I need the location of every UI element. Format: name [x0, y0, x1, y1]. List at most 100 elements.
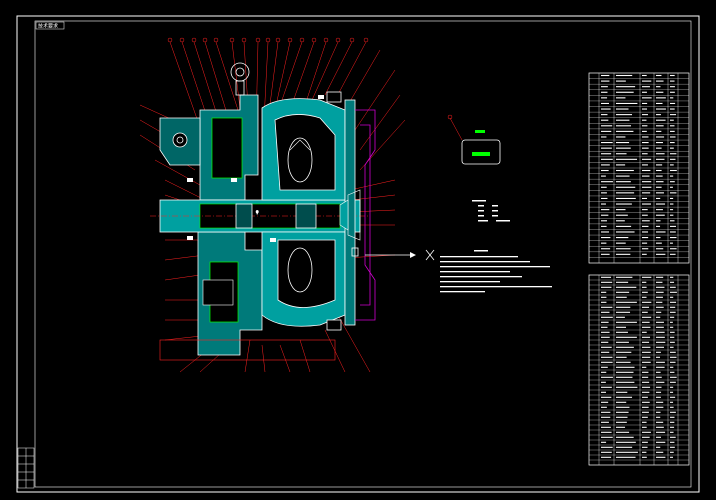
table-cell-text [642, 175, 650, 177]
impeller-upper [261, 98, 346, 201]
table-cell-text [616, 119, 630, 121]
table-cell-text [601, 242, 607, 244]
table-cell-text [642, 136, 649, 138]
table-cell-text [656, 326, 664, 328]
table-cell-text [601, 119, 609, 121]
table-cell-text [670, 306, 676, 308]
table-cell-text [616, 281, 629, 283]
table-cell-text [656, 276, 664, 278]
table-cell-text [656, 401, 664, 403]
table-cell-text [601, 416, 611, 418]
table-cell-text [616, 253, 631, 255]
table-cell-text [670, 361, 676, 363]
table-cell-text [656, 346, 665, 348]
bolt-details [187, 95, 324, 242]
table-cell-text [642, 237, 649, 239]
table-cell-text [670, 209, 674, 211]
table-cell-text [601, 169, 609, 172]
table-cell-text [642, 311, 648, 313]
table-cell-text [601, 164, 610, 166]
svg-text:φ: φ [256, 209, 259, 214]
table-cell-text [642, 91, 647, 93]
table-cell-text [642, 316, 652, 318]
table-cell-text [642, 356, 651, 358]
table-cell-text [601, 326, 608, 328]
table-cell-text [616, 291, 630, 293]
table-cell-text [642, 331, 647, 333]
table-cell-text [601, 426, 611, 428]
table-cell-text [616, 451, 638, 453]
table-cell-text [642, 125, 648, 127]
table-cell-text [656, 411, 661, 413]
table-cell-text [670, 351, 676, 353]
table-cell-text [642, 426, 647, 428]
table-cell-text [656, 225, 661, 227]
table-cell-text [642, 186, 652, 188]
title-tag-text: 技术要求 [38, 23, 58, 30]
table-cell-text [642, 209, 648, 211]
table-cell-text [656, 416, 661, 418]
arrow-right-icon [410, 252, 416, 258]
table-cell-text [656, 306, 664, 308]
table-cell-text [601, 301, 607, 303]
table-cell-text [601, 296, 607, 298]
table-cell-text [642, 158, 652, 160]
table-cell-text [656, 220, 661, 222]
table-cell-text [670, 130, 675, 132]
table-cell-text [642, 416, 648, 418]
table-cell-text [642, 391, 650, 393]
table-cell-text [656, 281, 663, 283]
table-cell-text [642, 381, 650, 383]
table-cell-text [670, 242, 673, 244]
technical-notes [440, 250, 552, 293]
table-cell-text [670, 296, 674, 298]
table-cell-text [656, 316, 661, 318]
table-cell-text [642, 341, 650, 343]
table-cell-text [616, 391, 628, 393]
table-cell-text [601, 248, 611, 250]
table-cell-text [616, 411, 629, 413]
table-cell-text [656, 164, 663, 166]
table-cell-text [670, 91, 675, 93]
table-cell-text [642, 225, 649, 227]
table-cell-text [656, 421, 664, 423]
table-cell-text [616, 386, 638, 388]
table-cell-text [642, 396, 648, 398]
table-cell-text [642, 231, 649, 233]
table-cell-text [642, 74, 647, 77]
table-cell-text [642, 436, 650, 438]
table-cell-text [656, 356, 661, 358]
table-cell-text [601, 158, 613, 160]
table-cell-text [616, 366, 635, 368]
table-cell-text [670, 125, 675, 127]
table-cell-text [616, 446, 633, 448]
table-cell-text [616, 401, 627, 403]
table-cell-text [670, 164, 674, 166]
table-cell-text [616, 102, 638, 104]
table-cell-text [642, 291, 648, 293]
table-cell-text [601, 316, 613, 318]
table-cell-text [642, 242, 648, 244]
table-cell-text [616, 186, 636, 188]
table-cell-text [601, 366, 608, 368]
table-cell-text [656, 331, 665, 333]
table-cell-text [616, 276, 633, 278]
main-shaft: φ [150, 199, 370, 233]
table-cell-text [670, 326, 674, 328]
table-cell-text [656, 446, 661, 448]
table-cell-text [670, 451, 674, 453]
table-cell-text [656, 80, 664, 82]
table-cell-text [616, 203, 632, 205]
table-cell-text [601, 386, 612, 388]
table-cell-text [616, 242, 626, 244]
table-cell-text [670, 181, 675, 183]
table-cell-text [601, 97, 608, 99]
table-cell-text [642, 301, 652, 303]
table-cell-text [670, 311, 676, 313]
table-cell-text [656, 74, 662, 77]
table-cell-text [642, 296, 647, 298]
table-cell-text [601, 341, 609, 343]
table-cell-text [656, 286, 665, 288]
table-cell-text [616, 130, 634, 132]
table-cell-text [601, 411, 611, 413]
